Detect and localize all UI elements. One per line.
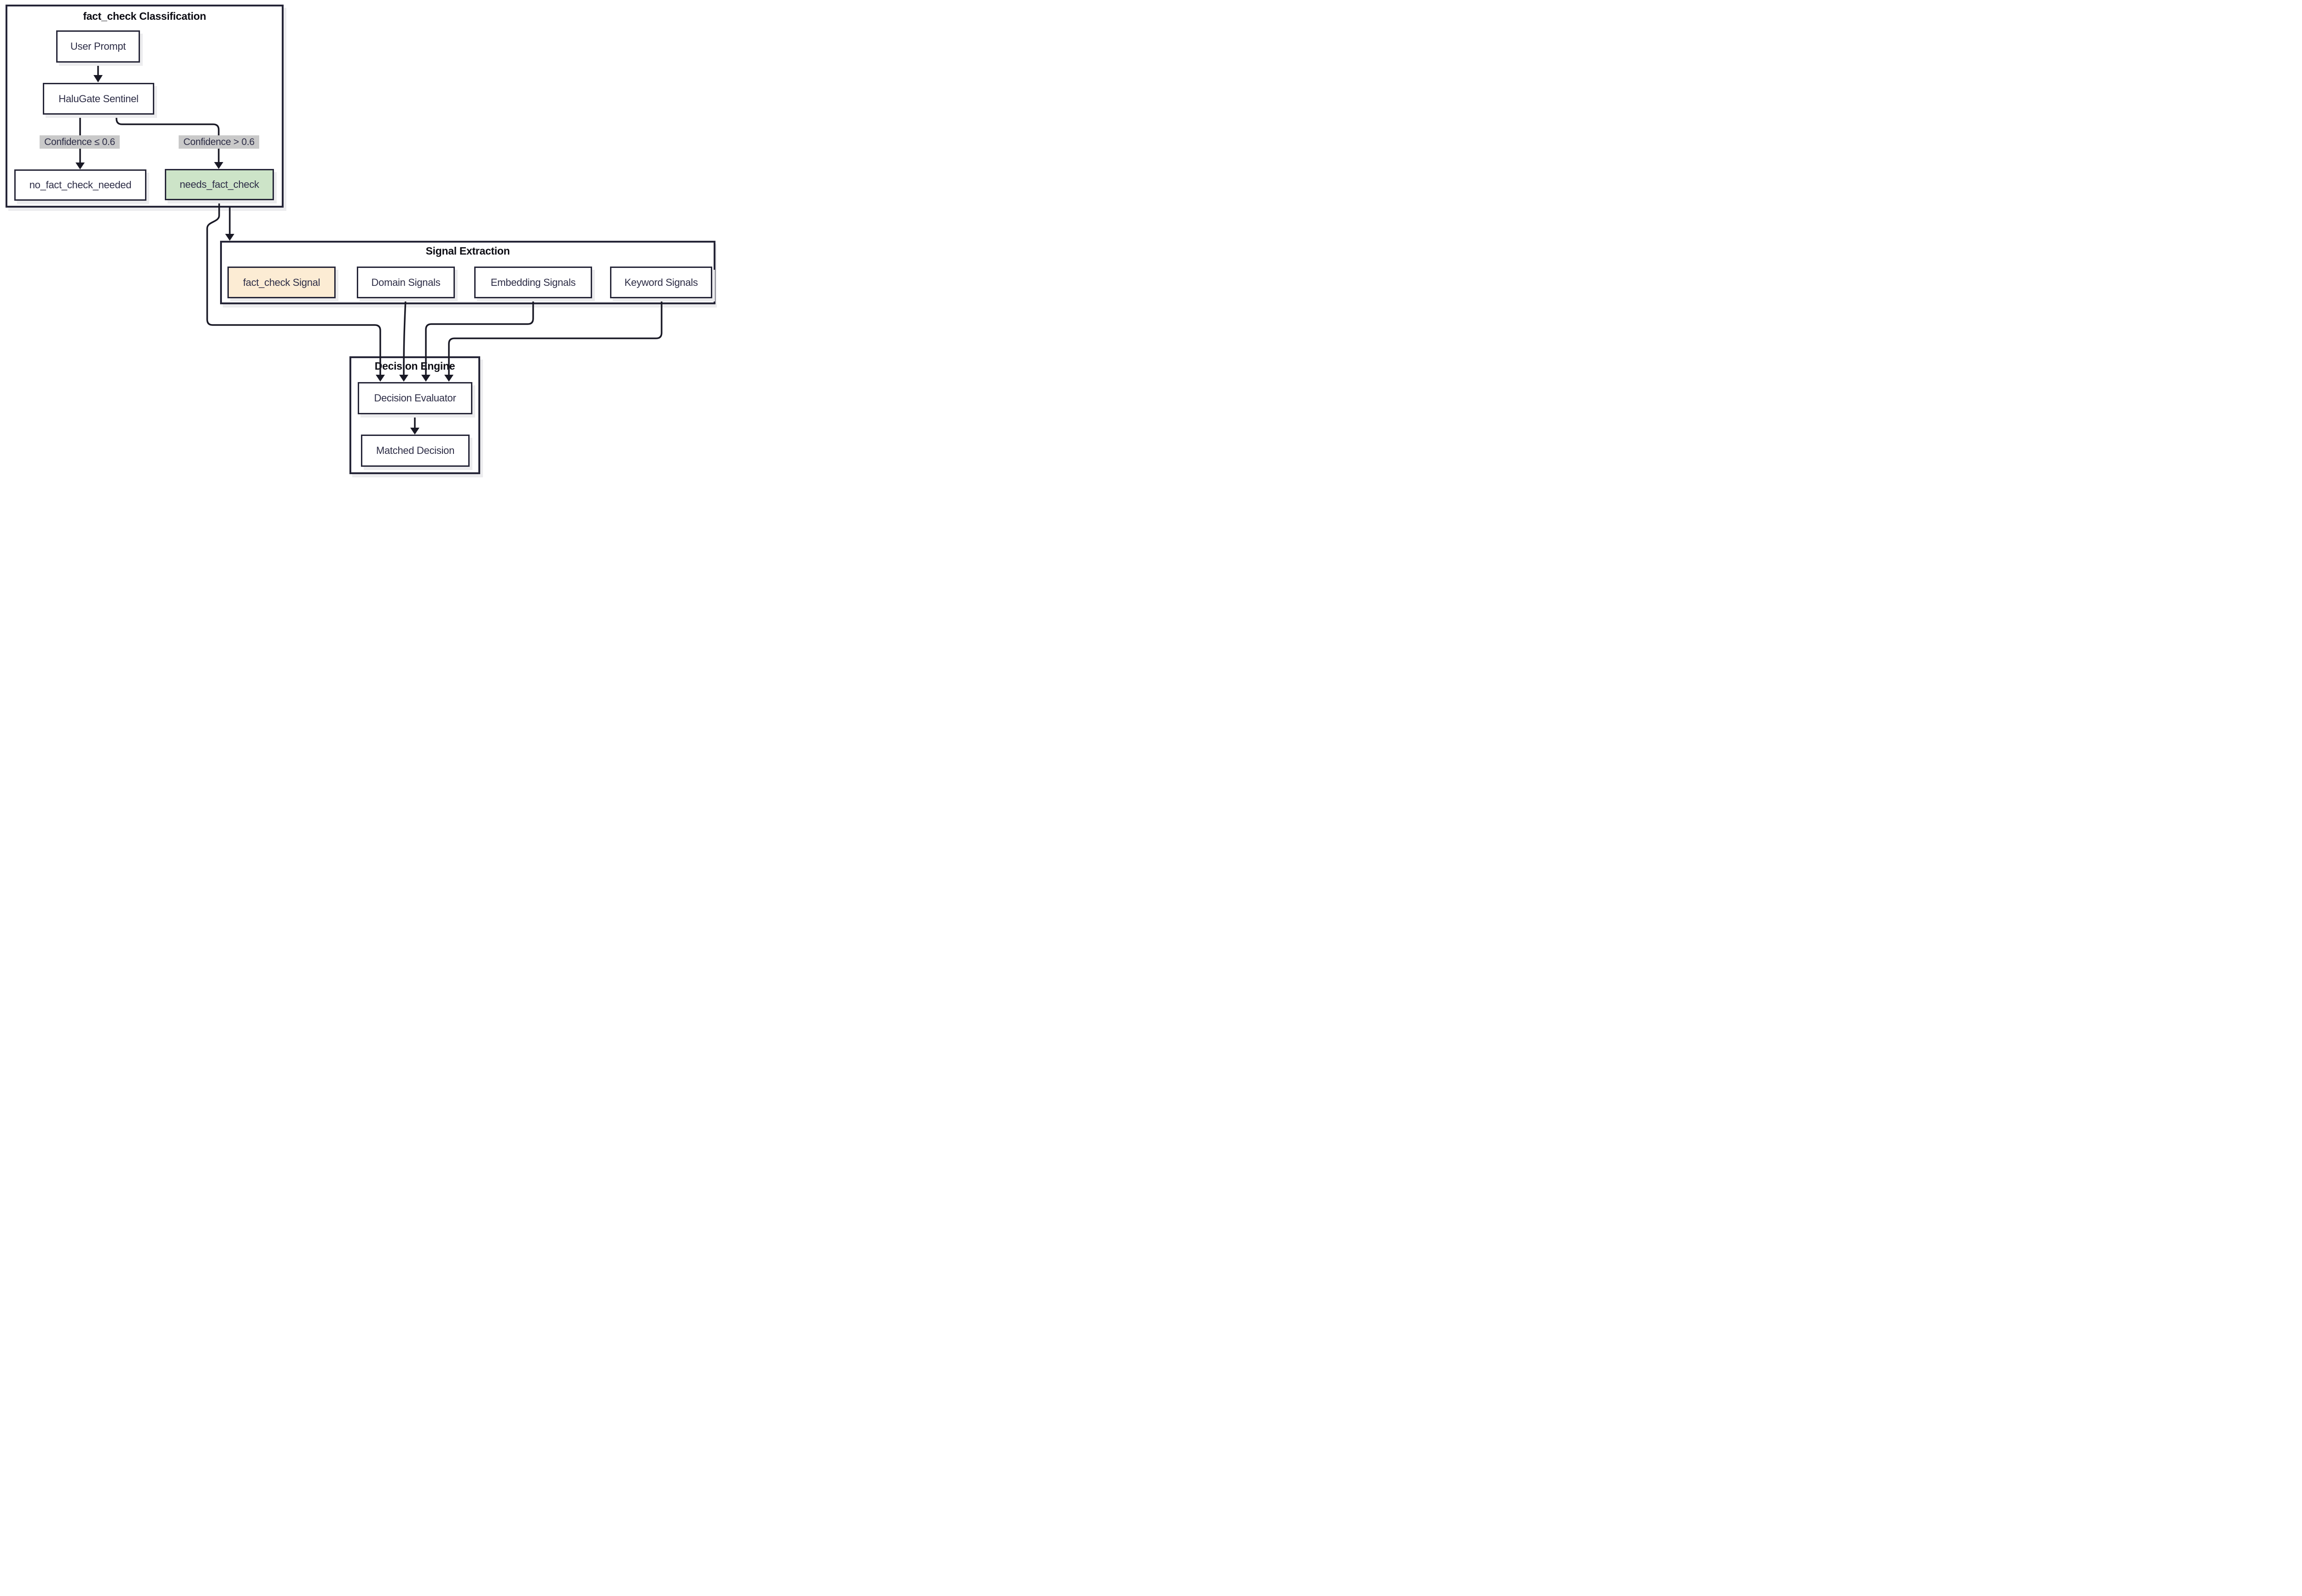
- node-keyword-signals: Keyword Signals: [610, 267, 712, 298]
- subgraph-title-signal-extraction: Signal Extraction: [425, 245, 510, 257]
- flowchart-canvas: fact_check Classification Signal Extract…: [0, 0, 717, 477]
- node-label: Matched Decision: [376, 445, 455, 456]
- node-label: fact_check Signal: [243, 276, 320, 288]
- subgraph-title-fact-check-classification: fact_check Classification: [83, 10, 206, 22]
- arrowhead-icon: [225, 234, 234, 241]
- node-label: HaluGate Sentinel: [58, 93, 139, 104]
- node-needs-fact-check: needs_fact_check: [165, 169, 274, 200]
- node-no-fact-check-needed: no_fact_check_needed: [14, 169, 146, 201]
- edge-keyword-signals-to-decision-evaluator: [448, 297, 663, 376]
- node-embedding-signals: Embedding Signals: [474, 267, 592, 298]
- node-decision-evaluator: Decision Evaluator: [358, 382, 472, 414]
- node-halugate-sentinel: HaluGate Sentinel: [43, 83, 154, 115]
- node-label: no_fact_check_needed: [29, 179, 132, 191]
- node-matched-decision: Matched Decision: [361, 435, 470, 467]
- node-label: Embedding Signals: [490, 276, 576, 288]
- node-fact-check-signal: fact_check Signal: [227, 267, 336, 298]
- subgraph-title-decision-engine: Decision Engine: [374, 360, 455, 372]
- edge-label-confidence-low: Confidence ≤ 0.6: [40, 135, 120, 149]
- node-label: needs_fact_check: [180, 179, 259, 190]
- node-label: Decision Evaluator: [374, 392, 456, 404]
- node-label: Keyword Signals: [624, 276, 698, 288]
- node-domain-signals: Domain Signals: [357, 267, 455, 298]
- node-user-prompt: User Prompt: [56, 30, 140, 63]
- node-label: Domain Signals: [371, 276, 441, 288]
- node-label: User Prompt: [70, 41, 126, 52]
- edge-label-confidence-high: Confidence > 0.6: [179, 135, 259, 149]
